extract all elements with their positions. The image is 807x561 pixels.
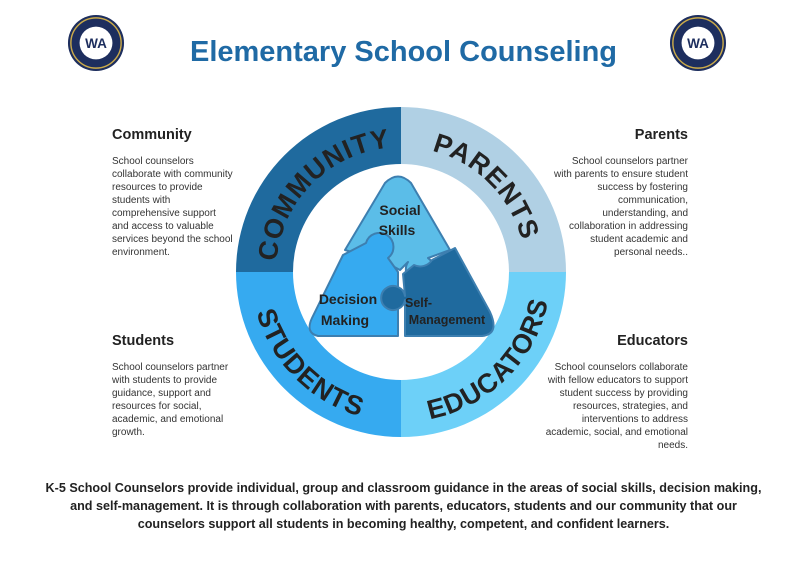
svg-text:WA: WA	[85, 36, 107, 51]
section-body: School counselors collaborate with commu…	[112, 156, 233, 258]
section-students: Students School counselors partner with …	[112, 333, 247, 439]
district-logo-left: WA	[67, 14, 125, 72]
puzzle-label: Social	[379, 202, 420, 218]
svg-text:WA: WA	[687, 36, 709, 51]
section-title: Community	[112, 127, 192, 143]
puzzle-piece-self-management	[380, 247, 495, 337]
section-body: School counselors partner with students …	[112, 362, 229, 438]
page-title: Elementary School Counseling	[189, 36, 618, 68]
section-community: Community School counselors collaborate …	[112, 127, 247, 259]
footer-line: K-5 School Counselors provide individual…	[45, 481, 762, 495]
puzzle-label: Management	[409, 313, 486, 327]
puzzle-piece-decision-making	[308, 231, 399, 337]
puzzle-label: Skills	[379, 222, 416, 238]
ring-quadrant-community	[236, 107, 401, 272]
footer-line: counselors support all students in becom…	[137, 517, 670, 531]
section-educators: Educators School counselors collaborate …	[543, 333, 688, 452]
puzzle-label: Self-	[405, 296, 432, 310]
puzzle-label: Making	[321, 312, 369, 328]
ring-quadrant-parents	[401, 107, 566, 272]
ring-quadrant-educators	[401, 272, 566, 437]
section-parents: Parents School counselors partner with p…	[553, 127, 688, 259]
section-title: Students	[112, 333, 175, 349]
footer-summary: K-5 School Counselors provide individual…	[30, 479, 777, 533]
section-body: School counselors partner with parents t…	[554, 156, 688, 258]
district-logo-right: WA	[669, 14, 727, 72]
ring-quadrant-students	[236, 272, 401, 437]
footer-line: and self-management. It is through colla…	[70, 499, 737, 513]
section-title: Educators	[617, 333, 688, 349]
section-title: Parents	[634, 127, 688, 143]
puzzle-label: Decision	[319, 291, 377, 307]
section-body: School counselors collaborate with fello…	[545, 362, 688, 451]
